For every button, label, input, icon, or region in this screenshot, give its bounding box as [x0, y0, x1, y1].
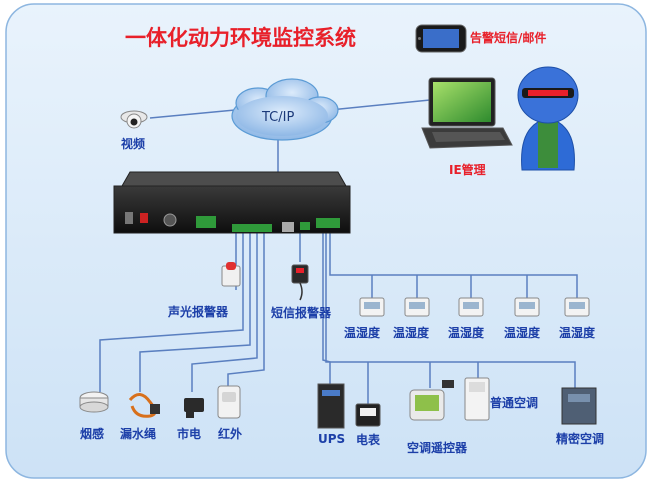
- mains-label: 市电: [177, 426, 201, 441]
- ups-icon: [317, 383, 345, 429]
- humidity-label: 温湿度: [504, 325, 541, 340]
- ups-label: UPS: [318, 432, 345, 446]
- ie-manage-label: IE管理: [449, 162, 486, 177]
- humidity-sensor-icon: [458, 297, 484, 317]
- page-title: 一体化动力环境监控系统: [125, 26, 356, 50]
- alarm-sms-email-label: 告警短信/邮件: [470, 30, 546, 45]
- humidity-label: 温湿度: [448, 325, 485, 340]
- laptop-icon: [421, 77, 513, 149]
- smoke-label: 烟感: [80, 426, 104, 441]
- sound-light-alarm-label: 声光报警器: [167, 304, 229, 319]
- humidity-label: 温湿度: [344, 325, 381, 340]
- normal-ac-label: 普通空调: [490, 395, 538, 410]
- infrared-label: 红外: [218, 426, 242, 441]
- humidity-sensor-icon: [359, 297, 385, 317]
- meter-icon: [355, 403, 381, 427]
- precision-ac-icon: [561, 387, 597, 425]
- humidity-label: 温湿度: [393, 325, 430, 340]
- connection-lines: [99, 99, 578, 404]
- network-label: TC/IP: [261, 110, 294, 125]
- mobile-phone-icon: [415, 24, 467, 53]
- humidity-label: 温湿度: [559, 325, 596, 340]
- infrared-sensor-icon: [217, 385, 241, 419]
- water-leak-label: 漏水绳: [120, 426, 156, 441]
- mains-sensor-icon: [184, 398, 204, 418]
- controller-device-icon: [113, 171, 351, 234]
- camera-icon: [120, 110, 148, 129]
- video-label: 视频: [121, 136, 145, 151]
- ac-remote-icon: [409, 380, 454, 421]
- operator-person-icon: [517, 66, 579, 171]
- sound-light-alarm-icon: [221, 262, 241, 287]
- normal-ac-icon: [464, 377, 490, 421]
- humidity-sensor-icon: [514, 297, 540, 317]
- humidity-sensor-icon: [404, 297, 430, 317]
- sms-alarm-label: 短信报警器: [271, 305, 332, 320]
- humidity-sensor-icon: [564, 297, 590, 317]
- sms-alarm-icon: [291, 264, 309, 301]
- water-leak-rope-icon: [128, 393, 160, 418]
- meter-label: 电表: [356, 432, 381, 447]
- ac-remote-label: 空调遥控器: [407, 440, 468, 455]
- network-cloud-icon: [231, 78, 339, 141]
- smoke-sensor-icon: [79, 391, 109, 413]
- precision-ac-label: 精密空调: [556, 431, 604, 446]
